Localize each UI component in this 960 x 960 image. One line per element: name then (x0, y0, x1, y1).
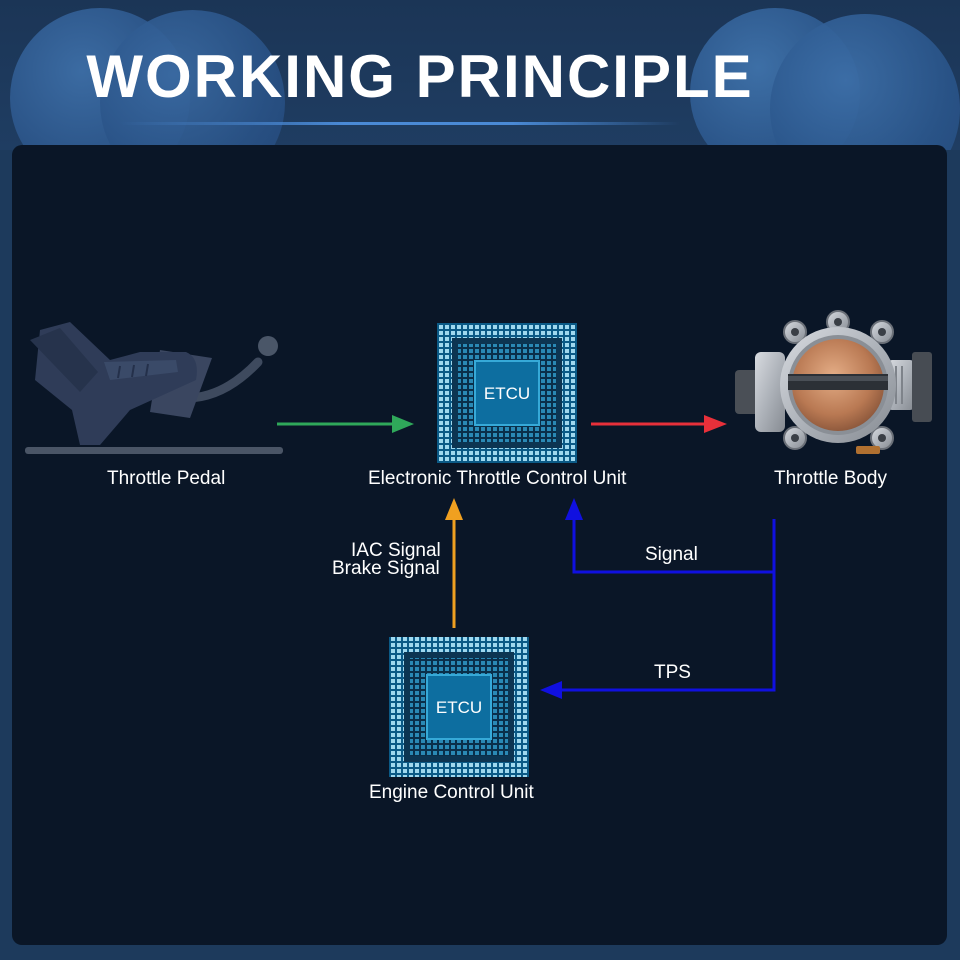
signal-label: Signal (645, 544, 698, 565)
brake-signal-label: Brake Signal (332, 558, 440, 579)
arrow-throttle-body-to-etcu (565, 498, 776, 574)
throttle-pedal-label: Throttle Pedal (107, 468, 226, 489)
throttle-body-icon (735, 310, 932, 454)
title-underline (120, 122, 680, 125)
ecu-label: Engine Control Unit (369, 782, 534, 803)
decor-circle (100, 10, 285, 150)
arrow-pedal-to-etcu (277, 415, 414, 433)
tps-label: TPS (654, 662, 691, 683)
iac-signal-label: IAC Signal (351, 540, 441, 561)
arrow-etcu-to-throttle-body (591, 415, 727, 433)
ecu-chip-text: ETCU (436, 698, 482, 717)
etcu-chip: ETCU (437, 323, 577, 463)
throttle-pedal-icon (25, 322, 283, 454)
etcu-label: Electronic Throttle Control Unit (368, 468, 627, 489)
etcu-chip-text: ETCU (484, 384, 530, 403)
throttle-body-label: Throttle Body (774, 468, 887, 489)
page-title: WORKING PRINCIPLE (86, 43, 754, 110)
header-banner: WORKING PRINCIPLE (0, 0, 960, 150)
arrow-ecu-to-etcu (445, 498, 463, 628)
diagram-panel (12, 145, 947, 945)
ecu-chip: ETCU (389, 637, 529, 777)
arrow-throttle-body-to-ecu (540, 572, 776, 699)
